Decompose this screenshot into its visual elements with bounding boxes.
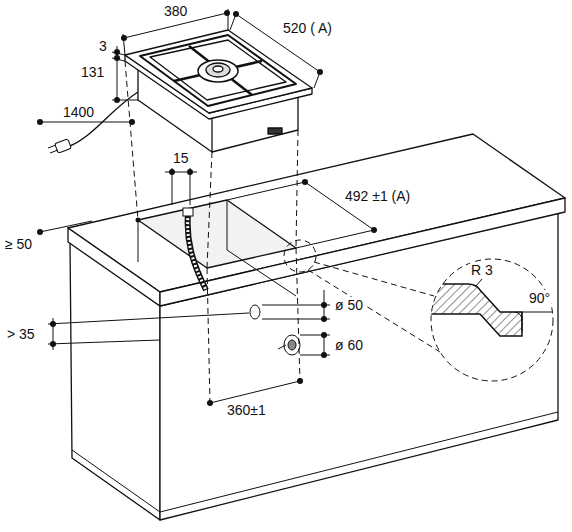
line-art	[125, 61, 138, 220]
line-art	[48, 313, 249, 324]
line-art	[150, 40, 286, 100]
line-art	[227, 200, 228, 250]
line-art	[262, 319, 330, 320]
line-art	[183, 208, 193, 216]
line-art	[522, 312, 560, 313]
line-art	[48, 340, 160, 344]
line-art	[227, 182, 305, 200]
dimension-label: ø 50	[334, 297, 364, 313]
line-art	[187, 169, 193, 175]
line-art	[302, 179, 308, 185]
dimension-dots	[37, 10, 377, 406]
dimension-label: ≥ 50	[4, 236, 33, 252]
line-art	[321, 332, 327, 338]
dimension-label: R 3	[470, 262, 494, 278]
line-art	[188, 214, 206, 290]
line-art	[114, 49, 120, 55]
line-art	[160, 412, 558, 512]
dimension-lines	[40, 9, 374, 403]
line-art	[68, 228, 160, 306]
line-art	[278, 345, 286, 349]
line-art	[55, 139, 72, 153]
line-art	[189, 46, 252, 95]
line-art	[262, 305, 330, 306]
line-art	[140, 35, 296, 106]
line-art	[296, 230, 374, 248]
line-art	[297, 378, 303, 384]
line-art	[125, 30, 312, 113]
line-art	[37, 119, 43, 125]
line-art	[224, 10, 230, 16]
line-art	[284, 335, 300, 355]
line-art	[136, 218, 141, 223]
dimension-label: 520 ( A)	[282, 20, 333, 36]
line-art	[227, 250, 296, 296]
dimension-label: 492 ±1 (A)	[344, 188, 411, 204]
line-art	[476, 279, 482, 286]
line-art	[50, 321, 56, 327]
dimension-label: ø 60	[334, 337, 364, 353]
line-art	[210, 381, 300, 403]
projection-lines	[125, 61, 440, 403]
line-art	[206, 63, 230, 77]
line-art	[321, 316, 327, 322]
line-art	[72, 450, 160, 512]
line-art	[138, 200, 296, 268]
line-art	[129, 119, 135, 125]
dimension-label: 15	[172, 150, 190, 166]
line-art	[121, 35, 127, 41]
line-art	[188, 214, 206, 290]
wall-openings	[250, 305, 300, 355]
line-art	[288, 340, 296, 350]
line-art	[207, 152, 212, 268]
line-art	[250, 305, 260, 319]
line-art	[314, 262, 434, 296]
gas-hob	[125, 30, 312, 152]
line-art	[50, 341, 56, 347]
dimension-label: 90°	[528, 290, 551, 306]
line-art	[296, 248, 300, 381]
edge-detail	[420, 259, 560, 381]
line-art	[169, 169, 175, 175]
line-art	[207, 400, 213, 406]
line-art	[321, 302, 327, 308]
dimension-label: 131	[80, 64, 105, 80]
line-art	[233, 11, 239, 17]
line-art	[198, 60, 238, 82]
line-art	[321, 352, 327, 358]
line-art	[308, 270, 440, 352]
line-art	[48, 145, 56, 148]
power-cable	[48, 92, 138, 153]
dimension-label: 380	[163, 3, 188, 19]
dimension-label: > 35	[6, 326, 36, 342]
line-art	[514, 312, 522, 320]
line-art	[114, 55, 120, 61]
line-art	[420, 284, 560, 336]
line-art	[114, 97, 120, 103]
line-art	[522, 312, 523, 332]
line-art	[207, 268, 210, 403]
line-art	[138, 220, 139, 262]
cabinet	[68, 134, 565, 520]
line-art	[174, 61, 262, 81]
dimension-label: 360±1	[226, 402, 267, 418]
dimension-label: 3	[98, 38, 108, 54]
line-art	[50, 150, 58, 153]
line-art	[40, 122, 132, 123]
line-art	[37, 229, 43, 235]
line-art	[317, 69, 323, 75]
line-art	[371, 227, 377, 233]
dimension-label: 1400	[62, 104, 95, 120]
line-art	[296, 130, 298, 248]
line-art	[420, 284, 522, 336]
line-art	[213, 66, 223, 72]
line-art	[40, 221, 92, 232]
line-art	[268, 128, 282, 134]
gas-hose	[183, 208, 206, 290]
